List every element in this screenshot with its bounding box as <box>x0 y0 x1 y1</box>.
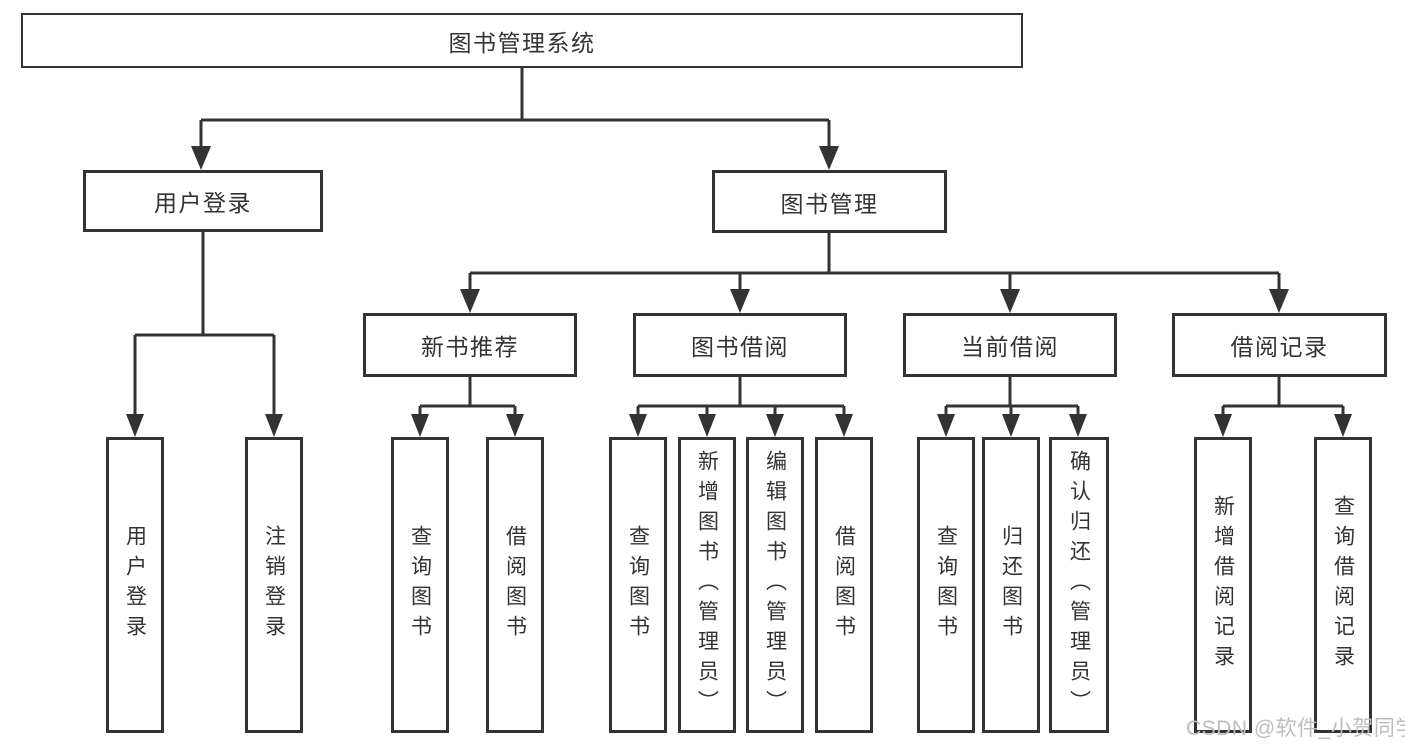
arrowhead-icon <box>506 414 524 437</box>
node-user-login: 用户登录 <box>83 170 323 232</box>
node-label: 用户登录 <box>154 190 252 216</box>
leaf-label: 新增图书（管理员） <box>695 450 719 720</box>
leaf-confirm-return-admin: 确认归还（管理员） <box>1049 437 1109 733</box>
arrowhead-icon <box>1334 414 1352 437</box>
node-label: 图书借阅 <box>691 334 789 360</box>
arrowhead-icon <box>1214 414 1232 437</box>
leaf-edit-books-admin: 编辑图书（管理员） <box>746 437 804 733</box>
arrowhead-icon <box>1269 289 1289 313</box>
arrowhead-icon <box>819 146 839 170</box>
arrowhead-icon <box>265 414 283 437</box>
arrowhead-icon <box>1069 414 1087 437</box>
leaf-label: 查询图书 <box>408 525 432 645</box>
leaf-query-books-2: 查询图书 <box>609 437 667 733</box>
node-label: 当前借阅 <box>961 334 1059 360</box>
node-book-management: 图书管理 <box>712 170 947 233</box>
leaf-add-books-admin: 新增图书（管理员） <box>678 437 736 733</box>
node-current-borrow: 当前借阅 <box>903 313 1117 377</box>
arrowhead-icon <box>835 414 853 437</box>
arrowhead-icon <box>1002 414 1020 437</box>
leaf-label: 确认归还（管理员） <box>1067 450 1091 720</box>
leaf-label: 借阅图书 <box>832 525 856 645</box>
node-new-book-recommend: 新书推荐 <box>363 313 577 377</box>
leaf-borrow-books-2: 借阅图书 <box>815 437 873 733</box>
arrowhead-icon <box>1000 289 1020 313</box>
leaf-query-books-3: 查询图书 <box>917 437 975 733</box>
node-system-root: 图书管理系统 <box>21 13 1023 68</box>
leaf-label: 借阅图书 <box>503 525 527 645</box>
leaf-label: 新增借阅记录 <box>1211 495 1235 675</box>
leaf-label: 查询借阅记录 <box>1331 495 1355 675</box>
leaf-return-books: 归还图书 <box>982 437 1040 733</box>
leaf-label: 查询图书 <box>934 525 958 645</box>
node-label: 借阅记录 <box>1230 334 1329 360</box>
arrowhead-icon <box>730 289 750 313</box>
leaf-query-books-1: 查询图书 <box>391 437 449 733</box>
csdn-watermark: CSDN @软件_小贺同学 <box>1186 717 1405 740</box>
leaf-user-login: 用户登录 <box>106 437 164 733</box>
leaf-label: 查询图书 <box>626 525 650 645</box>
arrowhead-icon <box>698 414 716 437</box>
node-label: 图书管理 <box>780 190 879 217</box>
leaf-label: 用户登录 <box>123 525 147 645</box>
node-borrow-records: 借阅记录 <box>1172 313 1387 377</box>
arrowhead-icon <box>191 146 211 170</box>
leaf-borrow-books-1: 借阅图书 <box>486 437 544 733</box>
leaf-label: 归还图书 <box>999 525 1023 645</box>
arrowhead-icon <box>766 414 784 437</box>
arrowhead-icon <box>126 414 144 437</box>
arrowhead-icon <box>629 414 647 437</box>
arrowhead-icon <box>460 289 480 313</box>
leaf-add-borrow-record: 新增借阅记录 <box>1194 437 1252 733</box>
leaf-logout: 注销登录 <box>245 437 303 733</box>
arrowhead-icon <box>411 414 429 437</box>
node-label: 新书推荐 <box>421 334 519 360</box>
leaf-label: 编辑图书（管理员） <box>763 450 787 720</box>
leaf-query-borrow-record: 查询借阅记录 <box>1314 437 1372 733</box>
arrowhead-icon <box>937 414 955 437</box>
node-label: 图书管理系统 <box>448 29 596 56</box>
node-book-borrow: 图书借阅 <box>633 313 847 377</box>
leaf-label: 注销登录 <box>262 525 286 645</box>
